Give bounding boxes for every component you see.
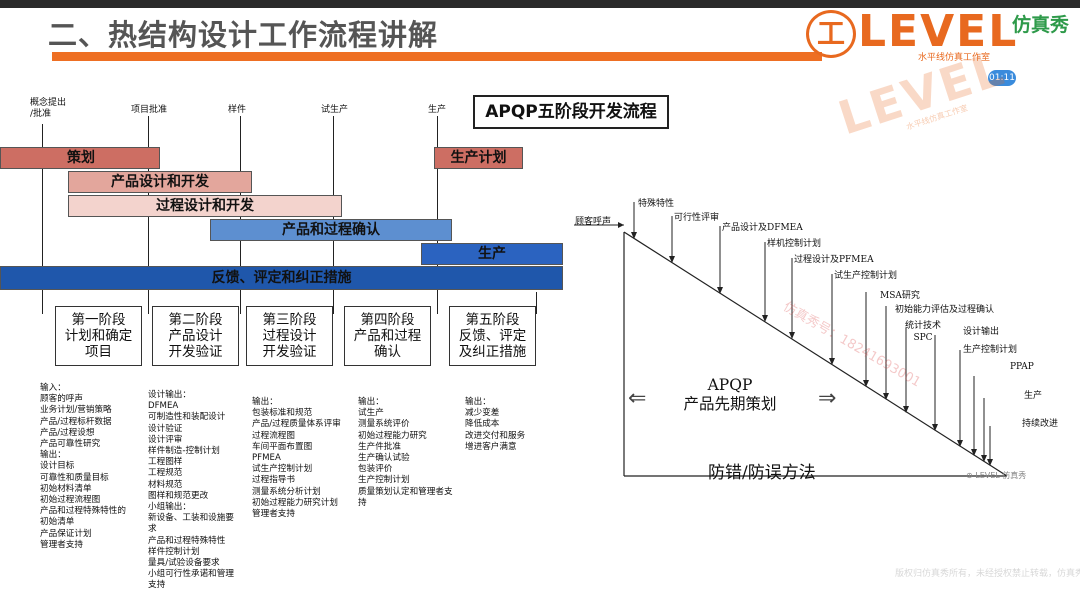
wechat-watermark: ⊕ LEVEL 仿真秀 (966, 471, 1027, 480)
stage-label: 第一阶段 计划和确定 项目 (64, 312, 133, 360)
stage-5-details: 输出： 减少变差 降低成本 改进交付和服务 增进客户满意 (465, 397, 526, 452)
step-design-output: 设计输出 (963, 327, 1000, 337)
bar-validation: 产品和过程确认 (210, 219, 452, 241)
stage-box-4: 第四阶段 产品和过程 确认 (344, 306, 431, 366)
bar-production: 生产 (421, 243, 563, 265)
bar-feedback: 反馈、评定和纠正措施 (0, 266, 563, 290)
milestone-prototype: 样件 (228, 105, 247, 115)
page-title: 二、热结构设计工作流程讲解 (48, 18, 439, 52)
step-dfmea: 产品设计及DFMEA (722, 223, 803, 233)
step-ppap: PPAP (1010, 362, 1034, 372)
bar-planning: 策划 (0, 147, 160, 169)
stage-box-2: 第二阶段 产品设计 开发验证 (152, 306, 239, 366)
right-arrow-icon: ⇒ (818, 386, 837, 411)
error-proofing-label: 防错/防误方法 (708, 463, 816, 483)
milestone-project: 项目批准 (131, 105, 168, 115)
brand-label: 仿真秀 (1012, 14, 1070, 36)
title-underline (52, 52, 822, 61)
bar-product-design: 产品设计和开发 (68, 171, 252, 193)
top-frame (0, 0, 1080, 8)
step-continuous-improvement: 持续改进 (1022, 419, 1059, 429)
stage-box-5: 第五阶段 反馈、评定 及纠正措施 (449, 306, 536, 366)
stage-label: 第五阶段 反馈、评定 及纠正措施 (458, 312, 527, 360)
guide-line (437, 116, 438, 314)
bar-production-plan: 生产计划 (434, 147, 523, 169)
step-trial-control: 试生产控制计划 (834, 271, 898, 281)
step-special-characteristics: 特殊特性 (638, 199, 675, 209)
stage-1-details: 输入： 顾客的呼声 业务计划/营销策略 产品/过程标杆数据 产品/过程设想 产品… (40, 383, 126, 550)
stage-label: 第四阶段 产品和过程 确认 (353, 312, 422, 360)
stage-box-1: 第一阶段 计划和确定 项目 (55, 306, 142, 366)
apqp-label: APQP 产品先期策划 (683, 376, 777, 413)
milestone-production: 生产 (428, 105, 447, 115)
apqp-triangle-diagram (574, 202, 1008, 477)
voice-arrowhead (618, 222, 624, 228)
milestone-concept: 概念提出 /批准 (30, 98, 67, 119)
guide-line (42, 124, 43, 314)
timer-badge[interactable]: 01:11 (988, 70, 1016, 86)
apqp-title: APQP五阶段开发流程 (473, 95, 669, 129)
stage-box-3: 第三阶段 过程设计 开发验证 (246, 306, 333, 366)
step-production-control: 生产控制计划 (963, 345, 1018, 355)
step-spc: 统计技术 SPC (905, 321, 942, 343)
logo-text: LEVEL (858, 6, 1019, 57)
bar-process-design: 过程设计和开发 (68, 195, 342, 217)
voice-of-customer-label: 顾客呼声 (575, 217, 612, 227)
step-initial-capability: 初始能力评估及过程确认 (895, 305, 995, 315)
stage-3-details: 输出： 包装标准和规范 产品/过程质量体系评审 过程流程图 车间平面布置图 PF… (252, 397, 341, 520)
stage-label: 第三阶段 过程设计 开发验证 (262, 312, 317, 360)
step-pfmea: 过程设计及PFMEA (794, 255, 874, 265)
left-arrow-icon: ⇐ (628, 386, 647, 411)
logo-badge-icon: 工 (806, 10, 856, 58)
milestone-trial: 试生产 (321, 105, 349, 115)
copyright-watermark: 版权归仿真秀所有，未经授权禁止转载，仿真秀 (895, 569, 1080, 579)
step-markers (631, 202, 993, 466)
stage-2-details: 设计输出： DFMEA 可制造性和装配设计 设计验证 设计评审 样件制造-控制计… (148, 390, 234, 591)
stage-label: 第二阶段 产品设计 开发验证 (168, 312, 223, 360)
hypotenuse-line (623, 231, 1008, 477)
level-logo: 工 LEVEL 水平线仿真工作室 (806, 6, 1016, 63)
stage-4-details: 输出： 试生产 测量系统评价 初始过程能力研究 生产件批准 生产确认试验 包装评… (358, 397, 453, 508)
step-prototype-control: 样机控制计划 (767, 239, 822, 249)
step-feasibility: 可行性评审 (674, 213, 720, 223)
logo-subtitle: 水平线仿真工作室 (918, 53, 991, 63)
step-msa: MSA研究 (880, 291, 920, 301)
guide-line (536, 292, 537, 314)
step-production: 生产 (1024, 391, 1043, 401)
